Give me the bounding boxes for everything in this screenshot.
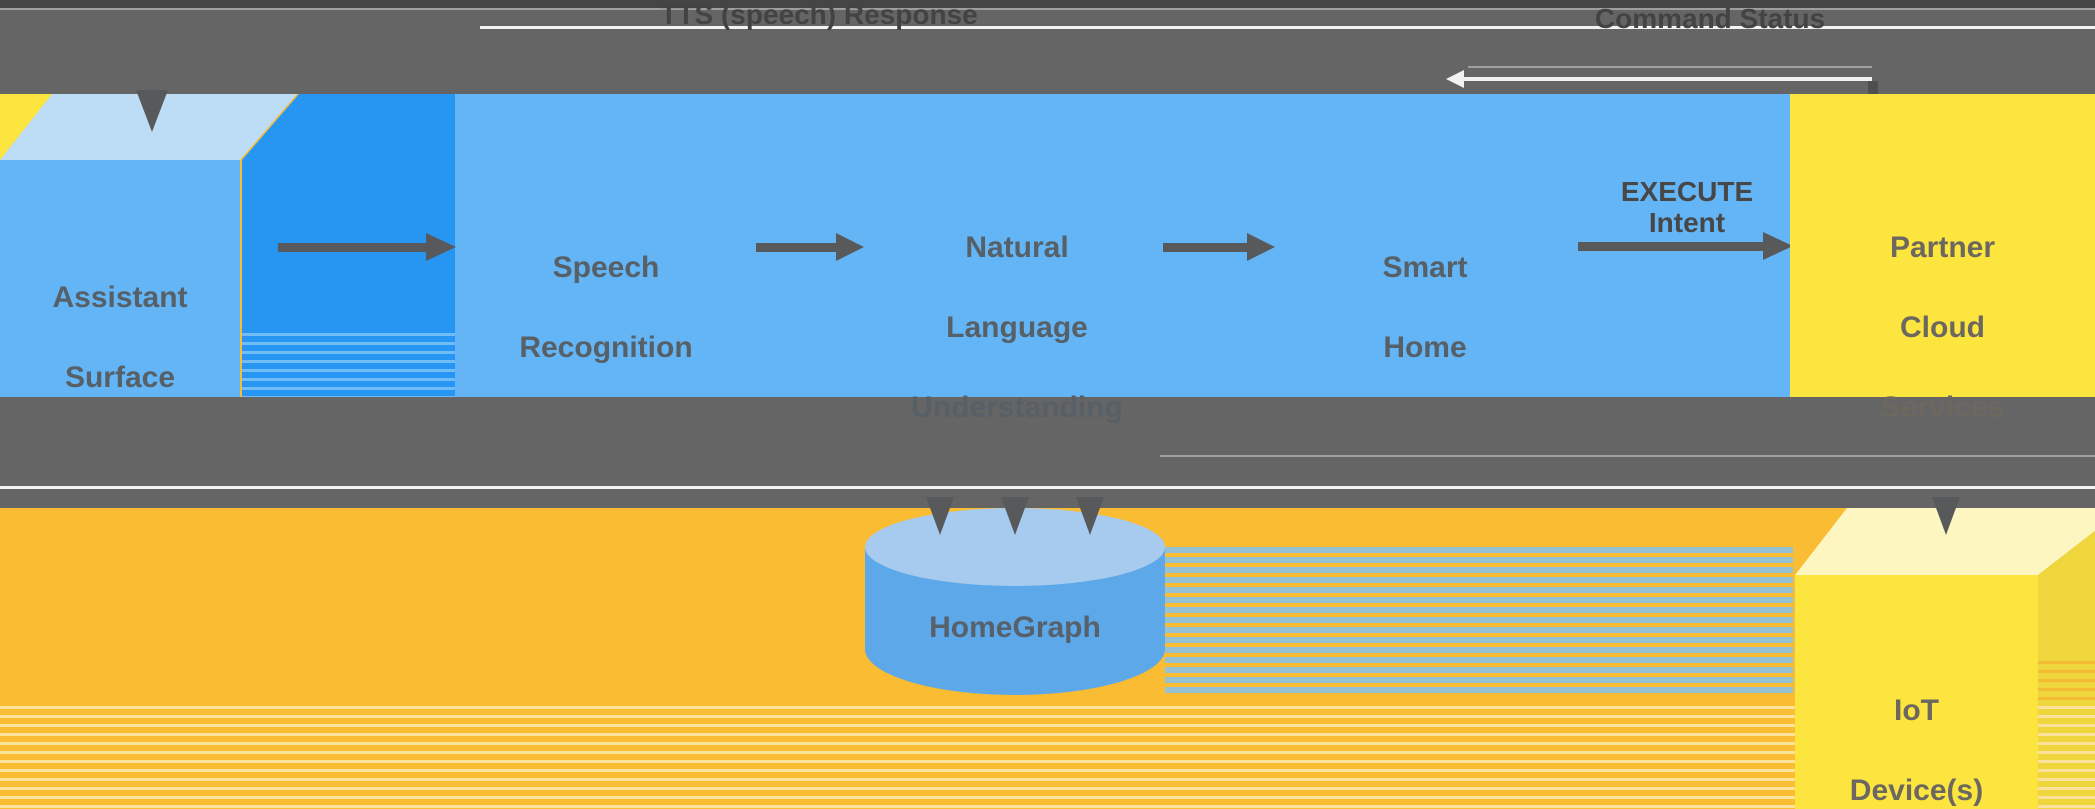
command-status-label: Command Status <box>1594 3 1826 34</box>
glitch-streak <box>0 486 2095 489</box>
tts-response-label: TTS (speech) Response <box>660 0 978 30</box>
command-status-arrow-stem <box>1868 81 1878 94</box>
nlu-label: Natural Language Understanding <box>867 188 1167 428</box>
execute-line1: EXECUTE <box>1620 176 1754 207</box>
smart-home-line1: Smart <box>1382 251 1468 284</box>
assistant-surface-label: Assistant Surface <box>0 238 240 398</box>
homegraph-reflection-streaks <box>1165 547 1793 693</box>
glitch-streak <box>0 8 2095 10</box>
arrow-left-icon <box>1446 70 1464 88</box>
assistant-slab <box>455 94 1790 397</box>
glitch-streaks-bottom-right <box>2038 700 2095 809</box>
smart-home-line2: Home <box>1383 331 1467 364</box>
middle-arrow-band <box>0 397 2095 508</box>
speech-recognition-label: Speech Recognition <box>456 208 756 368</box>
glitch-streak <box>1468 66 1872 68</box>
top-return-arrow-band <box>0 0 2095 94</box>
homegraph-line1: HomeGraph <box>929 611 1101 644</box>
smart-home-label: Smart Home <box>1275 208 1575 368</box>
iot-line1: IoT <box>1894 694 1939 727</box>
assistant-surface-cube <box>0 160 240 397</box>
command-status-arrow-line <box>1462 77 1872 81</box>
glitch-streaks-bottom-left <box>0 700 1795 809</box>
nlu-line1: Natural <box>965 231 1069 264</box>
partner-cloud-label: Partner Cloud Services <box>1790 188 2095 428</box>
partner-line1: Partner <box>1889 231 1996 264</box>
assistant-surface-line1: Assistant <box>52 281 188 314</box>
nlu-line2: Language <box>946 311 1088 344</box>
assistant-surface-line2: Surface <box>64 361 176 394</box>
glitch-streak <box>480 26 2095 29</box>
homegraph-label: HomeGraph <box>865 608 1165 648</box>
speech-line1: Speech <box>552 251 660 284</box>
iot-line2: Device(s) <box>1849 774 1984 807</box>
partner-cloud-box <box>1790 94 2095 397</box>
partner-line3: Services <box>1880 391 2005 424</box>
nlu-line3: Understanding <box>911 391 1123 424</box>
iot-cube-front <box>1795 575 2038 809</box>
glitch-streaks <box>242 333 455 397</box>
glitch-streak <box>1160 455 2095 457</box>
speech-line2: Recognition <box>519 331 693 364</box>
execute-line2: Intent <box>1648 207 1726 238</box>
partner-line2: Cloud <box>1900 311 1985 344</box>
iot-devices-label: IoT Device(s) <box>1795 651 2038 809</box>
band-glitch-strip <box>0 0 2095 8</box>
execute-intent-label: EXECUTE Intent <box>1557 176 1817 238</box>
